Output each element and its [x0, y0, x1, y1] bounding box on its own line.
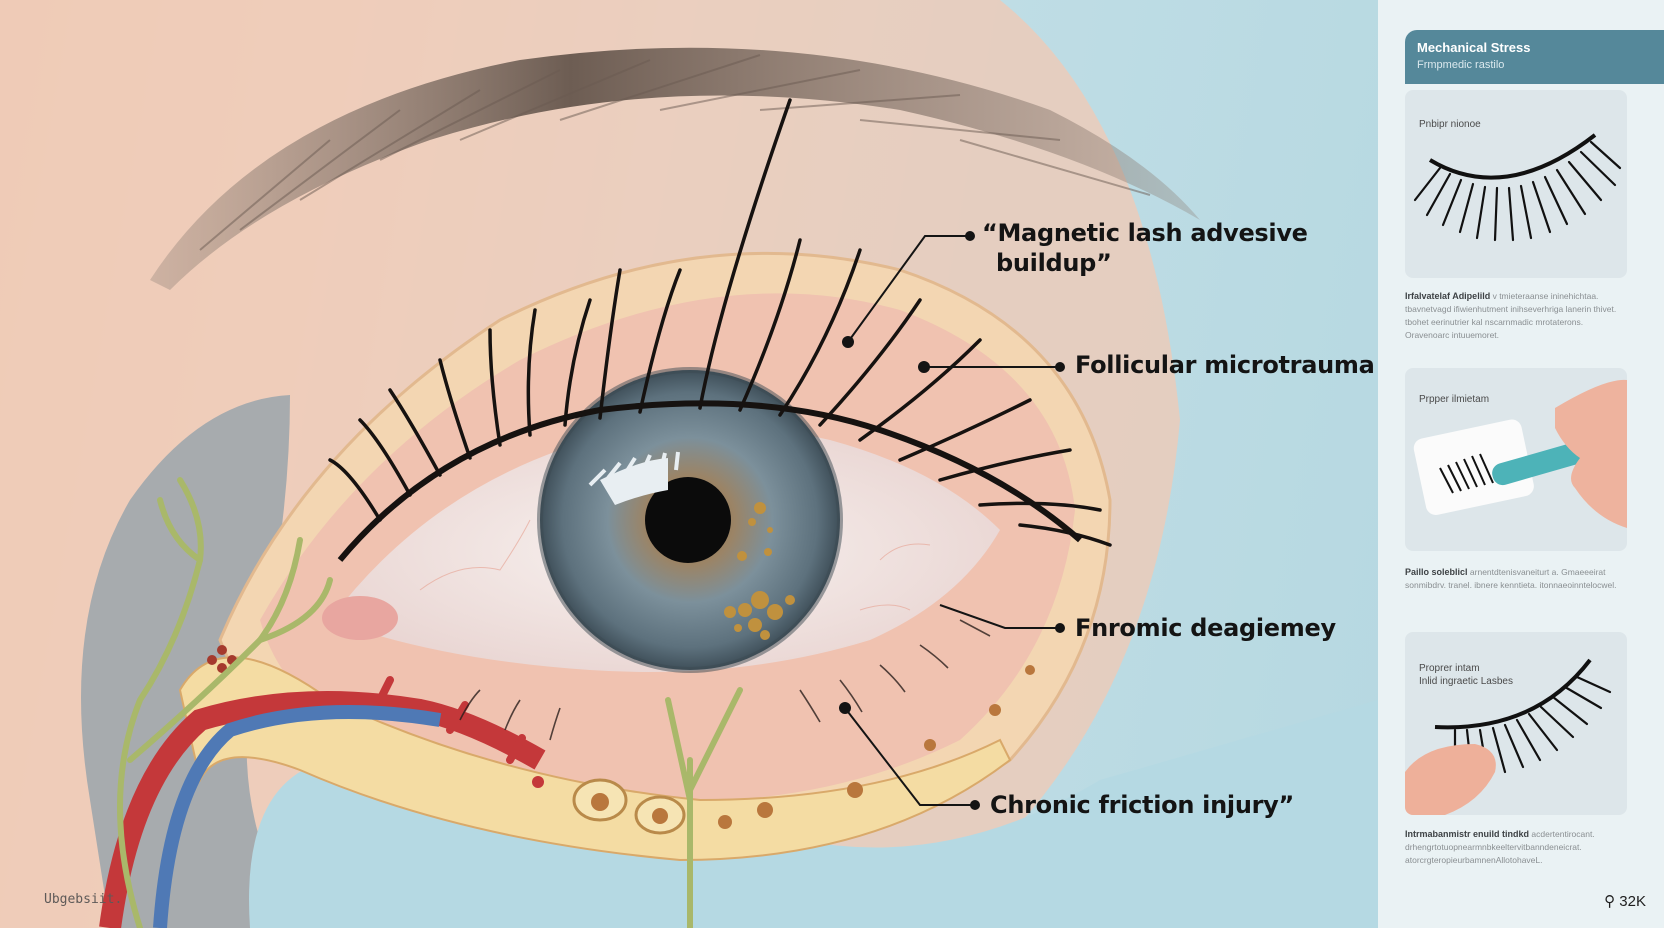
- card-label: Pnbipr nionoe: [1419, 119, 1481, 130]
- card-applicator: Prpper ilmietam: [1405, 368, 1627, 551]
- callout-adhesive-buildup: “Magnetic lash advesive buildup”: [982, 219, 1308, 277]
- panel-title: Mechanical Stress: [1417, 40, 1531, 55]
- watermark: Ubgebsiit.: [44, 892, 123, 907]
- eye-illustration-graphic: [0, 0, 1200, 928]
- view-count: ⚲ 32K: [1604, 893, 1646, 910]
- applicator-hand-icon: [1413, 379, 1627, 528]
- side-panel: Mechanical Stress Frmpmedic rastilo Pnbi…: [1378, 0, 1664, 928]
- eye-anatomy-illustration: “Magnetic lash advesive buildup” Follicu…: [0, 0, 1378, 928]
- panel-header: Mechanical Stress Frmpmedic rastilo: [1405, 30, 1664, 84]
- callout-chronic-friction-injury: Chronic friction injury”: [990, 791, 1294, 819]
- card-caption: Irfalvatelaf Adipelild v tmieteraanse in…: [1405, 291, 1617, 340]
- card-label: Proprer intam Inlid ingraetic Lasbes: [1419, 663, 1513, 687]
- card-label: Prpper ilmietam: [1419, 394, 1490, 405]
- callout-follicular-microtrauma: Follicular microtrauma: [1075, 351, 1375, 379]
- user-icon: ⚲: [1604, 893, 1616, 910]
- card-caption: Intrmabanmistr enuild tindkd acdertentir…: [1405, 829, 1595, 865]
- panel-subtitle: Frmpmedic rastilo: [1417, 59, 1505, 71]
- lash-fingertip-icon: [1405, 658, 1612, 815]
- callout-deficiency: Fnromic deagiemey: [1075, 614, 1336, 642]
- card-magnetic-lashes: Proprer intam Inlid ingraetic Lasbes: [1405, 632, 1627, 815]
- card-lash-strip: Pnbipr nionoe: [1405, 90, 1627, 278]
- false-lash-icon: [1413, 133, 1622, 242]
- card-caption: Paillo soleblicl arnentdtenisvaneiturt a…: [1405, 567, 1617, 590]
